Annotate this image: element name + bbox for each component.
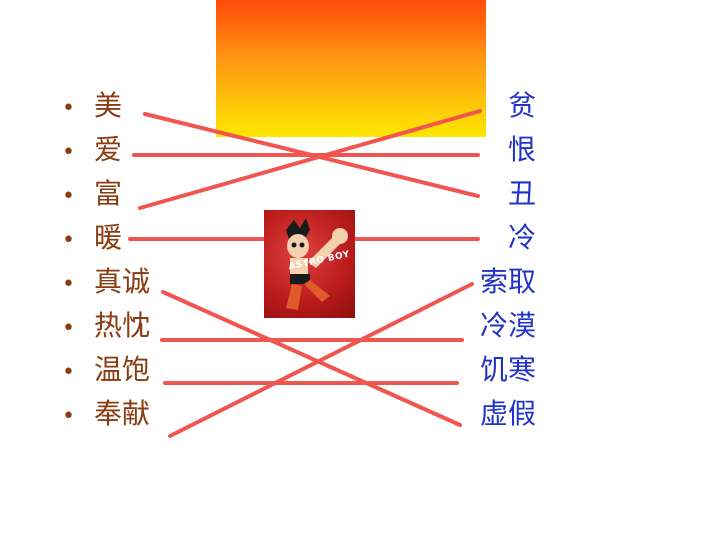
left-word: 真诚: [94, 265, 151, 298]
left-word: 奉献: [94, 397, 151, 430]
left-item: • 热忱: [62, 306, 150, 350]
link-fengxian-suoqu: [168, 282, 474, 438]
bullet: •: [62, 228, 75, 253]
right-word: 贫: [507, 89, 536, 122]
left-item: •美: [62, 86, 150, 130]
bullet: •: [62, 316, 75, 341]
gradient-banner: [216, 0, 486, 137]
right-word: 冷: [507, 221, 536, 254]
left-item: • 温饱: [62, 350, 150, 394]
bullet: •: [62, 96, 75, 121]
left-word: 暖: [94, 221, 123, 254]
bullet: •: [62, 140, 75, 165]
right-word-list: 贫 恨 丑 冷 索取 冷漠 饥寒 虚假: [0, 86, 536, 438]
left-word-list: •美 •爱 •富 •暖 •真诚 •热忱 •温饱 •奉献: [62, 86, 150, 438]
right-word: 恨: [507, 133, 536, 166]
left-item: • 真诚: [62, 262, 150, 306]
left-word: 温饱: [94, 353, 151, 386]
left-word: 富: [94, 177, 123, 210]
bullet: •: [62, 184, 75, 209]
astro-boy-figure-icon: [286, 218, 348, 310]
right-word: 冷漠: [479, 309, 536, 342]
right-word: 索取: [479, 265, 536, 298]
left-item: •爱: [62, 130, 150, 174]
right-word: 丑: [507, 177, 536, 210]
link-fu-pin: [138, 109, 482, 210]
left-word: 爱: [94, 133, 123, 166]
left-word: 热忱: [94, 309, 151, 342]
astro-boy-poster: ASTRO BOY: [264, 210, 355, 318]
bullet: •: [62, 272, 75, 297]
bullet: •: [62, 360, 75, 385]
left-item: •富: [62, 174, 150, 218]
right-word: 虚假: [479, 397, 536, 430]
left-item: • 奉献: [62, 394, 150, 438]
bullet: •: [62, 404, 75, 429]
link-zhencheng-xujia: [161, 290, 462, 427]
right-word: 饥寒: [479, 353, 536, 386]
left-item: •暖: [62, 218, 150, 262]
left-word: 美: [94, 89, 123, 122]
